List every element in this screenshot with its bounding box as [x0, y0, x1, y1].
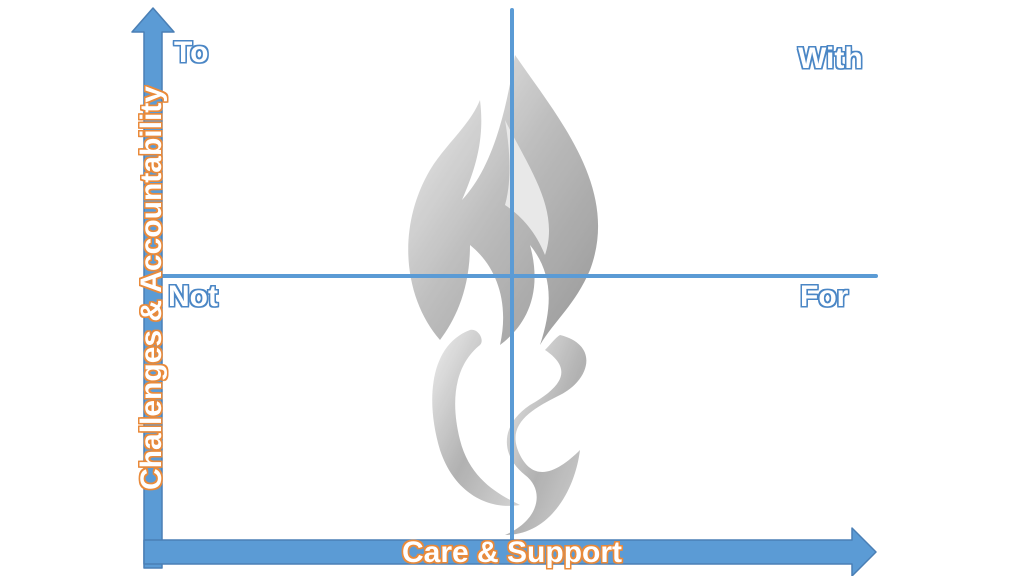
- flame-inner: [505, 120, 550, 255]
- y-axis-label: Challenges & Accountability: [135, 86, 168, 490]
- quadrant-label-to: To: [174, 36, 209, 69]
- flame-logo-icon: [408, 55, 599, 535]
- y-axis-arrow: [131, 7, 175, 569]
- quadrant-label-not: Not: [168, 280, 218, 313]
- quadrant-label-with: With: [798, 42, 863, 75]
- monogram-s: [505, 335, 587, 535]
- flame-shape: [408, 55, 599, 345]
- x-axis-label: Care & Support: [402, 536, 623, 569]
- x-axis-arrow: [143, 527, 877, 576]
- monogram-c: [432, 329, 520, 506]
- quadrant-label-for: For: [800, 280, 849, 313]
